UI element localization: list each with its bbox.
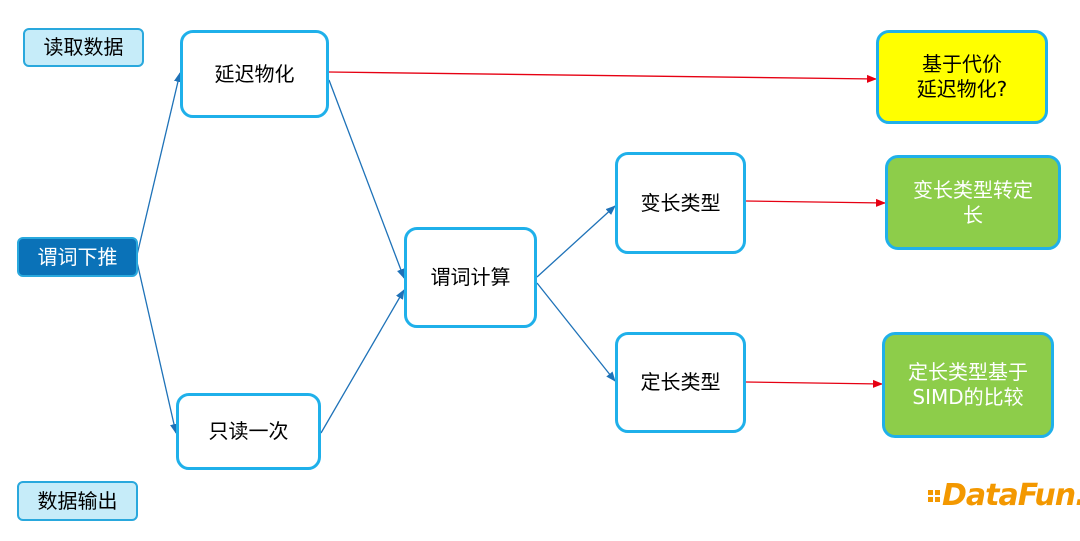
read-data-text: 读取数据 — [43, 35, 124, 59]
cost-based-line2: 延迟物化? — [916, 77, 1008, 101]
simd-compare-node: 定长类型基于 SIMD的比较 — [882, 332, 1054, 438]
predicate-pushdown-text: 谓词下推 — [37, 244, 118, 269]
fixed-len-type-node: 定长类型 — [615, 332, 746, 433]
late-materialization-text: 延迟物化 — [214, 61, 295, 86]
edge-fixed-to-simd — [745, 379, 883, 388]
fixed-len-type-text: 定长类型 — [640, 370, 721, 394]
cost-based-line1: 基于代价 — [922, 52, 1002, 76]
edge-compute-to-var — [536, 205, 616, 278]
edge-late-to-costbased — [328, 71, 877, 83]
output-data-text: 数据输出 — [37, 488, 118, 513]
read-data-label: 读取数据 — [23, 28, 144, 67]
edge-pushdown-to-readonce — [136, 261, 178, 434]
predicate-pushdown-node: 谓词下推 — [17, 237, 138, 277]
logo-dots-icon — [928, 489, 940, 502]
edge-readonce-to-compute — [320, 289, 405, 434]
edge-var-to-convert — [745, 198, 886, 207]
logo-text: DataFun. — [942, 478, 1080, 513]
predicate-compute-text: 谓词计算 — [430, 265, 511, 289]
predicate-compute-node: 谓词计算 — [404, 227, 537, 328]
var-len-type-text: 变长类型 — [640, 190, 721, 215]
output-data-label: 数据输出 — [17, 481, 138, 521]
edge-compute-to-fixed — [536, 282, 616, 382]
edge-pushdown-to-late — [136, 72, 182, 256]
edge-late-to-compute — [328, 79, 405, 279]
var-to-fixed-node: 变长类型转定 长 — [885, 155, 1061, 250]
late-materialization-node: 延迟物化 — [180, 30, 329, 118]
datafun-logo: DataFun. — [928, 478, 1080, 513]
simd-line1: 定长类型基于 — [908, 360, 1028, 384]
var-to-fixed-line1: 变长类型转定 — [913, 177, 1033, 202]
read-once-node: 只读一次 — [176, 393, 321, 470]
var-len-type-node: 变长类型 — [615, 152, 746, 254]
simd-line2: SIMD的比较 — [912, 385, 1024, 409]
cost-based-node: 基于代价 延迟物化? — [876, 30, 1048, 124]
read-once-text: 只读一次 — [208, 419, 289, 443]
var-to-fixed-line2: 长 — [963, 202, 983, 227]
